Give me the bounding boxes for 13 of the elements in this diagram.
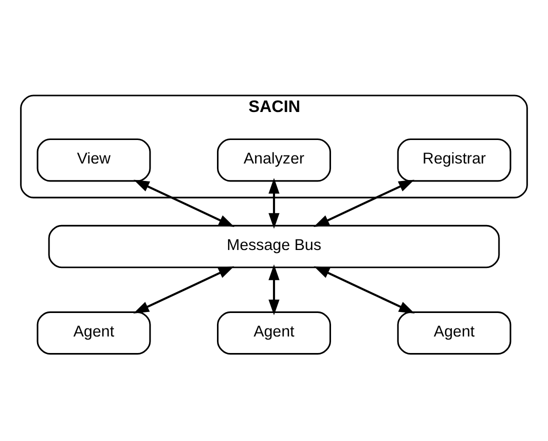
arrow	[133, 266, 234, 314]
node-box: Agent	[397, 311, 512, 355]
node-box: Message Bus	[48, 224, 500, 268]
arrow	[134, 180, 234, 227]
node-box: Registrar	[397, 138, 512, 182]
node-box: Agent	[216, 311, 332, 355]
arrow	[268, 178, 280, 229]
node-box: Analyzer	[216, 138, 332, 182]
node-box: View	[36, 138, 151, 182]
arrow	[268, 264, 280, 316]
arrow	[314, 180, 414, 227]
node-box: Agent	[36, 311, 151, 355]
arrow	[314, 266, 415, 314]
